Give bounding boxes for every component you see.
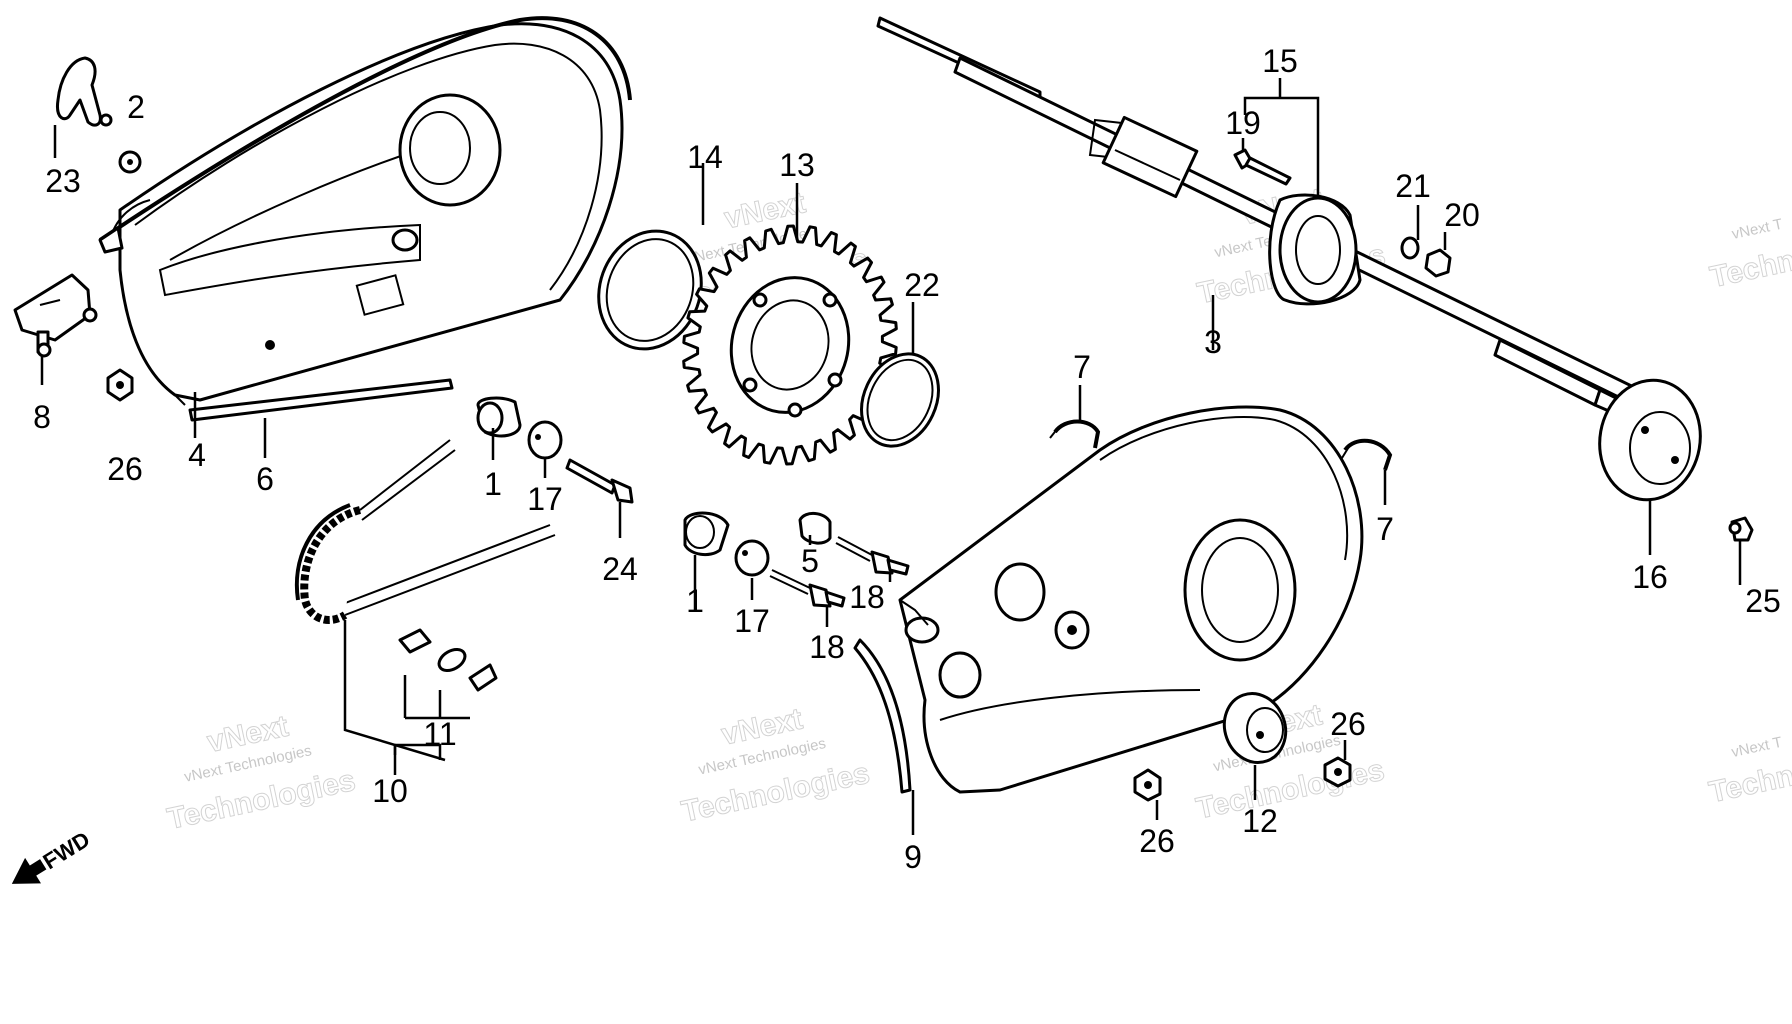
nut-20	[1424, 248, 1452, 278]
retaining-ring-22	[860, 352, 940, 448]
callout-1-lower: 1	[686, 583, 704, 619]
svg-text:vNext T: vNext T	[1730, 216, 1784, 243]
clip-7-left	[1049, 419, 1101, 449]
callout-18-lower: 18	[809, 629, 845, 665]
callout-3: 3	[1204, 324, 1222, 360]
callout-25: 25	[1745, 583, 1781, 619]
callout-1-upper: 1	[484, 466, 502, 502]
callout-24: 24	[602, 551, 638, 587]
bolt-19	[1233, 148, 1292, 186]
callout-9: 9	[904, 839, 922, 875]
watermark-6: vNext Technologies Technologies vNext	[678, 702, 873, 829]
callout-13: 13	[779, 147, 815, 183]
chain-case-seal-strip	[188, 378, 454, 422]
collar-1-lower	[683, 511, 730, 557]
chain-case-upper	[98, 16, 632, 406]
callout-14: 14	[687, 139, 723, 175]
callout-20: 20	[1444, 197, 1480, 233]
retaining-ring-14	[597, 229, 703, 351]
drive-chain	[294, 439, 556, 624]
callout-23: 23	[45, 163, 81, 199]
wire-clip-23	[55, 56, 113, 127]
callouts: 23 2 8 26 4 6 1 17 24 14 13 22 15 19 21 …	[33, 43, 1781, 875]
callout-15: 15	[1262, 43, 1298, 79]
master-link-11	[398, 628, 498, 692]
svg-text:vNext T: vNext T	[1730, 734, 1784, 761]
bolt-24	[565, 458, 634, 504]
nut-26-center	[1133, 768, 1162, 802]
callout-18-upper: 18	[849, 579, 885, 615]
callout-10: 10	[372, 773, 408, 809]
callout-17-upper: 17	[527, 481, 563, 517]
nut-2	[118, 150, 142, 174]
fwd-arrow: FWD	[11, 826, 95, 884]
watermark-8: vNext T Techno	[1706, 734, 1792, 810]
washer-21	[1400, 236, 1420, 260]
callout-26-center: 26	[1139, 823, 1175, 859]
callout-21: 21	[1395, 168, 1431, 204]
callout-16: 16	[1632, 559, 1668, 595]
callout-8: 8	[33, 399, 51, 435]
callout-4: 4	[188, 437, 206, 473]
collar-1-upper	[476, 396, 522, 438]
bolt-25	[1728, 516, 1754, 542]
callout-17-lower: 17	[734, 603, 770, 639]
nut-26-left	[106, 368, 134, 402]
callout-26-right: 26	[1330, 706, 1366, 742]
seal-strip-9	[853, 638, 912, 794]
callout-5: 5	[801, 543, 819, 579]
sprocket-13	[682, 224, 898, 466]
clip-7-right	[1341, 438, 1393, 471]
bolt-18-upper	[835, 536, 910, 576]
watermark-5: vNext Technologies Technologies vNext	[164, 709, 359, 836]
callout-26-left: 26	[107, 451, 143, 487]
grommet-12	[1222, 692, 1288, 764]
svg-text:Techno: Techno	[1706, 755, 1792, 809]
collar-5	[798, 512, 832, 545]
axle-hub-15	[1268, 193, 1362, 306]
nut-26-right	[1323, 756, 1352, 788]
mount-8	[13, 273, 98, 358]
callout-6: 6	[256, 461, 274, 497]
svg-text:Techno: Techno	[1707, 240, 1792, 294]
leader-lines	[40, 78, 1742, 835]
callout-19: 19	[1225, 105, 1261, 141]
callout-11: 11	[423, 716, 456, 752]
bolt-18-lower	[769, 569, 846, 608]
callout-22: 22	[904, 267, 940, 303]
watermark-4: vNext T Techno	[1707, 216, 1792, 295]
brake-drum-16	[1598, 378, 1702, 502]
callout-2: 2	[127, 89, 145, 125]
callout-12: 12	[1242, 803, 1278, 839]
washer-17-lower	[734, 539, 770, 577]
washer-17-upper	[527, 420, 563, 460]
callout-7-left: 7	[1073, 349, 1091, 385]
callout-7-right: 7	[1376, 511, 1394, 547]
svg-text:FWD: FWD	[39, 826, 95, 874]
